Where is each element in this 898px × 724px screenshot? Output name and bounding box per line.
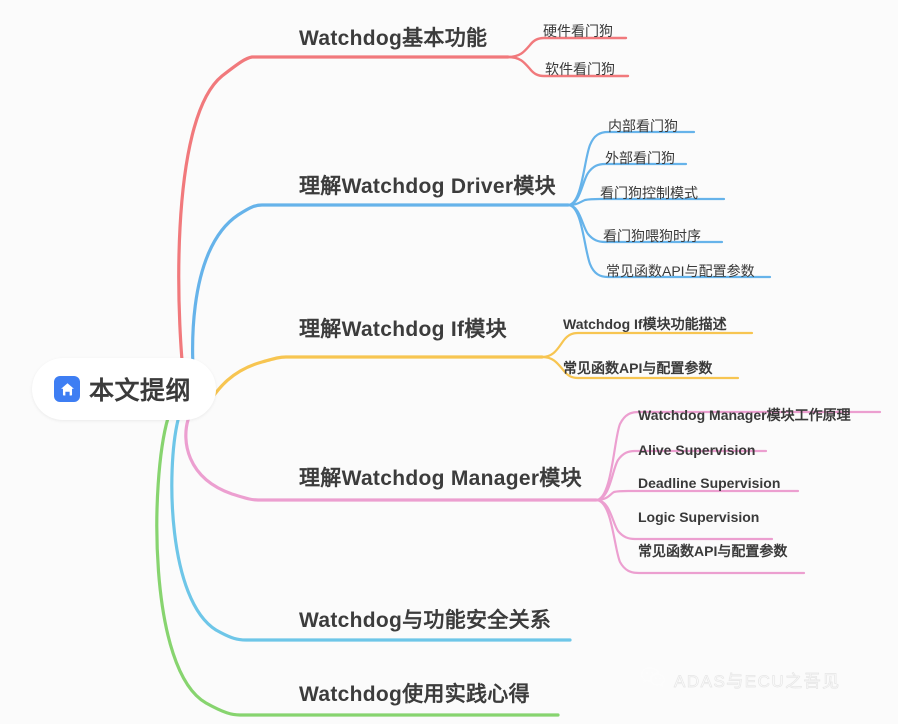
leaf-label-logic-supervision[interactable]: Logic Supervision: [638, 509, 760, 525]
watermark: ADAS与ECU之吾见: [640, 666, 841, 693]
leaf-label-software-watchdog[interactable]: 软件看门狗: [545, 61, 615, 77]
leaf-label-internal-watchdog[interactable]: 内部看门狗: [608, 118, 678, 134]
leaf-label-manager-api-params[interactable]: 常见函数API与配置参数: [638, 543, 788, 559]
branch-label-watchdog-practice[interactable]: Watchdog使用实践心得: [299, 683, 530, 706]
branch-label-watchdog-functional-safety[interactable]: Watchdog与功能安全关系: [299, 609, 552, 632]
root-node[interactable]: 本文提纲: [32, 358, 216, 420]
leaf-label-external-watchdog[interactable]: 外部看门狗: [605, 150, 675, 166]
branch-label-watchdog-driver-module[interactable]: 理解Watchdog Driver模块: [299, 175, 556, 198]
watermark-text: ADAS与ECU之吾见: [674, 672, 841, 692]
leaf-label-if-module-description[interactable]: Watchdog If模块功能描述: [563, 316, 727, 332]
leaf-label-watchdog-control-mode[interactable]: 看门狗控制模式: [600, 185, 698, 201]
wechat-icon: [640, 666, 666, 693]
home-icon: [54, 376, 80, 402]
leaf-label-deadline-supervision[interactable]: Deadline Supervision: [638, 475, 781, 491]
root-label: 本文提纲: [89, 377, 192, 405]
leaf-label-if-api-params[interactable]: 常见函数API与配置参数: [563, 360, 713, 376]
branch-label-watchdog-basic-function[interactable]: Watchdog基本功能: [299, 27, 488, 50]
leaf-label-manager-working-principle[interactable]: Watchdog Manager模块工作原理: [638, 407, 851, 423]
leaf-label-watchdog-feed-timing[interactable]: 看门狗喂狗时序: [603, 228, 701, 244]
branch-label-watchdog-manager-module[interactable]: 理解Watchdog Manager模块: [299, 467, 582, 490]
leaf-label-hardware-watchdog[interactable]: 硬件看门狗: [543, 23, 613, 39]
leaf-label-alive-supervision[interactable]: Alive Supervision: [638, 442, 756, 458]
branch-label-watchdog-if-module[interactable]: 理解Watchdog If模块: [299, 318, 507, 341]
leaf-label-driver-api-params[interactable]: 常见函数API与配置参数: [606, 263, 755, 279]
